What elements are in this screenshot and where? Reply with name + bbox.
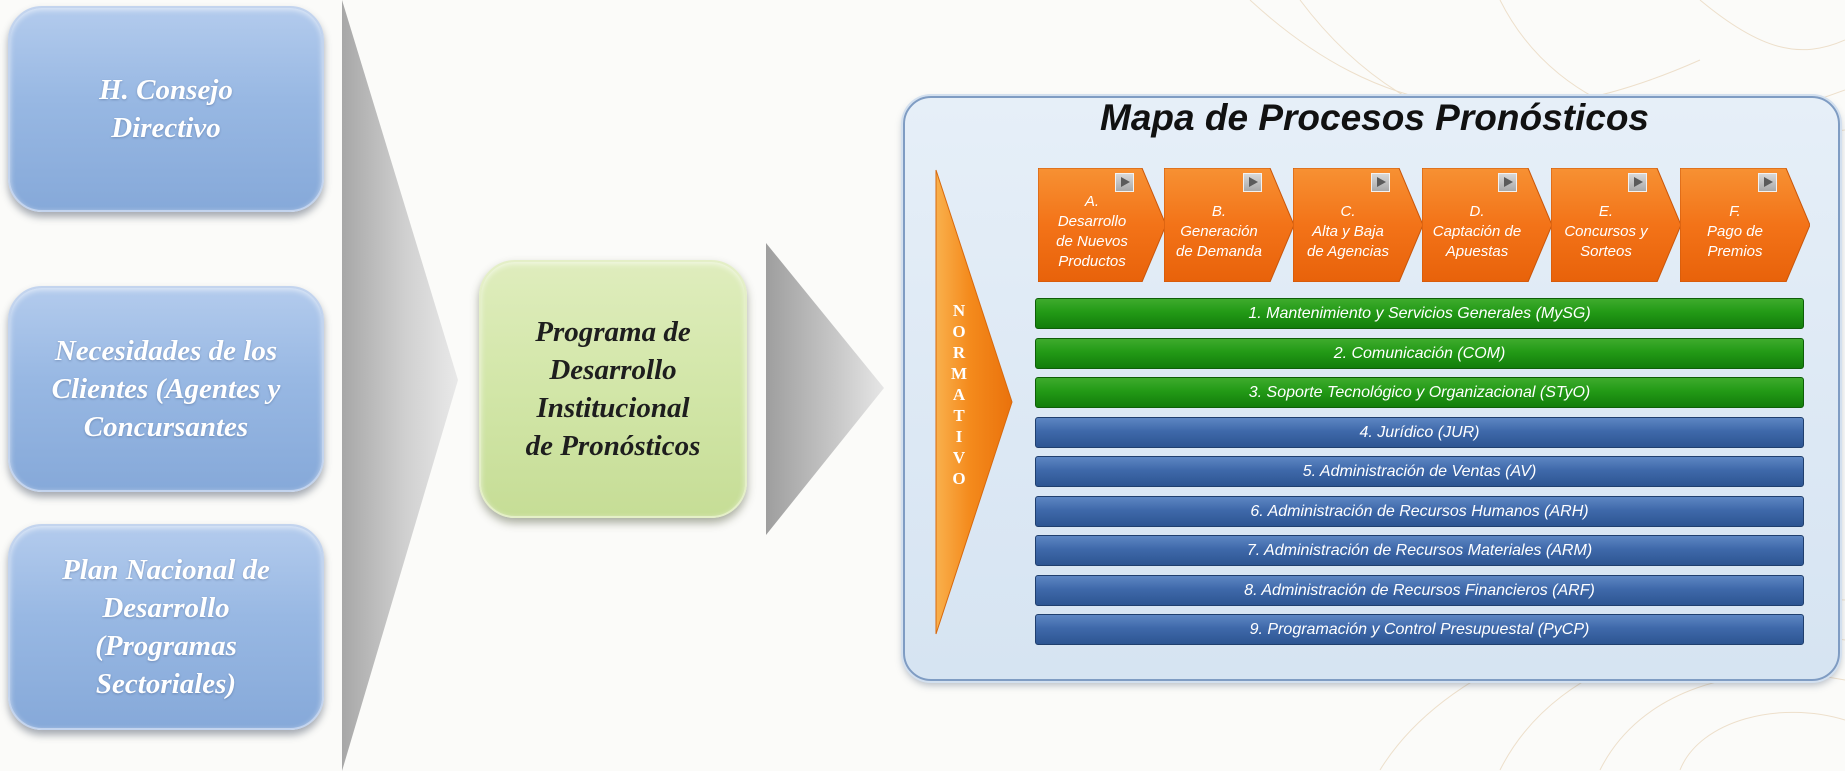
support-process-4[interactable]: 4. Jurídico (JUR): [1035, 417, 1804, 448]
support-process-5-label: 5. Administración de Ventas (AV): [1302, 462, 1537, 480]
normativo-letter: R: [952, 343, 966, 362]
core-process-b[interactable]: B. Generación de Demanda: [1164, 168, 1294, 282]
support-process-2[interactable]: 2. Comunicación (COM): [1035, 338, 1804, 369]
normativo-arrow: [935, 169, 1013, 635]
core-process-f[interactable]: F. Pago de Premios: [1680, 168, 1810, 282]
output-arrow: [766, 243, 884, 535]
normativo-letter: V: [952, 448, 966, 467]
support-process-1[interactable]: 1. Mantenimiento y Servicios Generales (…: [1035, 298, 1804, 329]
core-process-c-label: C. Alta y Baja de Agencias: [1306, 203, 1389, 260]
normativo-letter: O: [952, 322, 966, 341]
play-icon[interactable]: [1758, 173, 1777, 192]
input-box-consejo: H. Consejo Directivo: [8, 6, 324, 212]
play-icon[interactable]: [1628, 173, 1647, 192]
program-box: Programa de Desarrollo Institucional de …: [479, 260, 747, 518]
input-box-plan-nacional: Plan Nacional de Desarrollo (Programas S…: [8, 524, 324, 730]
core-process-a[interactable]: A. Desarrollo de Nuevos Productos: [1038, 168, 1166, 282]
core-process-c[interactable]: C. Alta y Baja de Agencias: [1293, 168, 1423, 282]
support-process-4-label: 4. Jurídico (JUR): [1359, 423, 1480, 441]
support-process-6[interactable]: 6. Administración de Recursos Humanos (A…: [1035, 496, 1804, 527]
program-box-label: Programa de Desarrollo Institucional de …: [525, 316, 701, 462]
support-process-1-label: 1. Mantenimiento y Servicios Generales (…: [1248, 304, 1591, 322]
core-process-e[interactable]: E. Concursos y Sorteos: [1551, 168, 1681, 282]
support-process-6-label: 6. Administración de Recursos Humanos (A…: [1250, 502, 1589, 520]
support-process-7-label: 7. Administración de Recursos Materiales…: [1246, 541, 1593, 559]
support-process-7[interactable]: 7. Administración de Recursos Materiales…: [1035, 535, 1804, 566]
process-map-title: Mapa de Procesos Pronósticos: [1100, 97, 1650, 138]
support-process-2-label: 2. Comunicación (COM): [1333, 344, 1506, 362]
play-icon[interactable]: [1371, 173, 1390, 192]
core-process-f-label: F. Pago de Premios: [1707, 203, 1763, 260]
play-icon[interactable]: [1498, 173, 1517, 192]
input-box-clientes-label: Necesidades de los Clientes (Agentes y C…: [51, 335, 281, 443]
normativo-letter: N: [952, 301, 966, 320]
support-process-3[interactable]: 3. Soporte Tecnológico y Organizacional …: [1035, 377, 1804, 408]
core-process-e-label: E. Concursos y Sorteos: [1564, 203, 1648, 260]
core-process-d-label: D. Captación de Apuestas: [1432, 203, 1522, 260]
input-box-plan-nacional-label: Plan Nacional de Desarrollo (Programas S…: [62, 554, 270, 700]
play-icon[interactable]: [1243, 173, 1262, 192]
core-process-b-label: B. Generación de Demanda: [1176, 203, 1262, 260]
support-process-5[interactable]: 5. Administración de Ventas (AV): [1035, 456, 1804, 487]
input-box-clientes: Necesidades de los Clientes (Agentes y C…: [8, 286, 324, 492]
normativo-letter: A: [952, 385, 966, 404]
core-process-a-label: A. Desarrollo de Nuevos Productos: [1056, 193, 1128, 270]
input-box-consejo-label: H. Consejo Directivo: [99, 74, 233, 144]
normativo-letter: I: [955, 427, 963, 446]
support-process-9[interactable]: 9. Programación y Control Presupuestal (…: [1035, 614, 1804, 645]
core-process-d[interactable]: D. Captación de Apuestas: [1422, 168, 1552, 282]
normativo-letter: O: [952, 469, 966, 488]
normativo-letter: T: [953, 406, 965, 425]
play-icon[interactable]: [1115, 173, 1134, 192]
support-process-3-label: 3. Soporte Tecnológico y Organizacional …: [1248, 383, 1591, 401]
support-process-8-label: 8. Administración de Recursos Financiero…: [1244, 581, 1595, 599]
support-process-9-label: 9. Programación y Control Presupuestal (…: [1249, 620, 1590, 638]
normativo-label: N O R M A T I V O: [950, 300, 968, 489]
input-arrow: [342, 0, 458, 771]
support-process-8[interactable]: 8. Administración de Recursos Financiero…: [1035, 575, 1804, 606]
normativo-letter: M: [950, 364, 968, 383]
